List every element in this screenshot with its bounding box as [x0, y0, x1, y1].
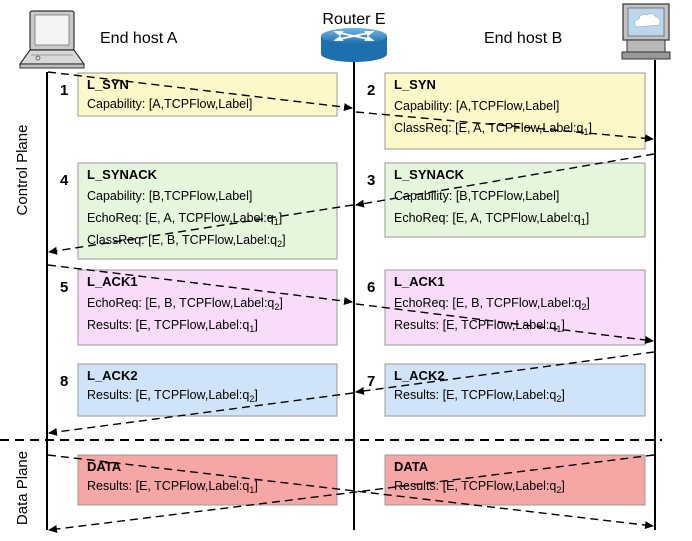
message-field: ClassReq: [E, A, TCPFlow,Label:q1]: [394, 121, 592, 137]
message-box: [77, 72, 338, 117]
arrow-6-e-to-b: [355, 303, 654, 344]
message-box: [77, 162, 338, 260]
step-number: 1: [60, 82, 68, 99]
message-field: EchoReq: [E, B, TCPFlow,Label:q2]: [394, 296, 590, 312]
message-arrows: [47, 71, 655, 533]
message-title: L_SYNACK: [87, 167, 158, 182]
router-e-label: Router E: [322, 11, 385, 28]
message-title: L_ACK1: [87, 274, 138, 289]
message-field: Results: [E, TCPFlow,Label:q2]: [394, 479, 565, 495]
message-field: EchoReq: [E, B, TCPFlow,Label:q2]: [87, 296, 283, 312]
message-title: L_ACK1: [394, 274, 445, 289]
message-title: L_ACK2: [87, 368, 138, 383]
step-number: 4: [60, 172, 69, 189]
message-title: DATA: [394, 459, 429, 474]
message-title: L_SYN: [87, 77, 129, 92]
step-number: 6: [367, 279, 375, 296]
step-number: 8: [60, 373, 68, 390]
router-icon: [321, 28, 387, 62]
control-plane-label: Control Plane: [14, 125, 31, 216]
message-field: Results: [E, TCPFlow,Label:q1]: [394, 318, 565, 334]
message-box: [384, 72, 646, 150]
message-field: Capability: [B,TCPFlow,Label]: [394, 189, 559, 203]
desktop-computer-icon: [621, 3, 671, 60]
arrow-7-b-to-e: [355, 351, 655, 395]
message-title: L_SYN: [394, 77, 436, 92]
message-box: [384, 269, 646, 346]
message-box: [384, 363, 646, 417]
message-box: [77, 454, 338, 506]
laptop-icon: [18, 10, 86, 69]
step-box-3: 3 L_SYNACK Capability: [B,TCPFlow,Label] Ec…: [367, 162, 646, 238]
arrow-data-a-to-b: [47, 454, 654, 530]
step-box-4: 4 L_SYNACK Capability: [B,TCPFlow,Label] Ec…: [60, 162, 338, 260]
step-number: 2: [367, 82, 375, 99]
host-a-label: End host A: [100, 30, 178, 47]
message-field: Results: [E, TCPFlow,Label:q1]: [87, 479, 258, 495]
message-field: Capability: [B,TCPFlow,Label]: [87, 189, 252, 203]
step-box-2: 2 L_SYN Capability: [A,TCPFlow,Label] Class…: [367, 72, 646, 150]
arrow-data-b-to-a: [48, 454, 655, 533]
message-field: Results: [E, TCPFlow,Label:q1]: [87, 318, 258, 334]
arrow-3-b-to-e: [355, 153, 655, 208]
message-field: ClassReq: [E, B, TCPFlow,Label:q2]: [87, 233, 286, 249]
message-field: EchoReq: [E, A, TCPFlow,Label:q1]: [394, 211, 589, 227]
message-title: L_SYNACK: [394, 167, 465, 182]
message-box: [77, 363, 338, 417]
message-field: EchoReq: [E, A, TCPFlow,Label:q1]: [87, 211, 282, 227]
message-box: [384, 162, 646, 238]
host-b-label: End host B: [484, 30, 562, 47]
message-field: Capability: [A,TCPFlow,Label]: [87, 97, 252, 111]
step-box-1: 1 L_SYN Capability: [A,TCPFlow,Label]: [60, 72, 338, 117]
step-box-10: DATA Results: [E, TCPFlow,Label:q2]: [384, 454, 646, 506]
message-field: Results: [E, TCPFlow,Label:q2]: [394, 388, 565, 404]
step-number: 3: [367, 172, 375, 189]
message-box: [77, 269, 338, 346]
step-number: 5: [60, 279, 68, 296]
message-title: L_ACK2: [394, 368, 445, 383]
step-number: 7: [367, 373, 375, 390]
message-box: [384, 454, 646, 506]
arrow-2-e-to-b: [355, 111, 654, 143]
message-field: Results: [E, TCPFlow,Label:q2]: [87, 388, 258, 404]
data-plane-label: Data Plane: [14, 451, 31, 525]
message-field: Capability: [A,TCPFlow,Label]: [394, 99, 559, 113]
